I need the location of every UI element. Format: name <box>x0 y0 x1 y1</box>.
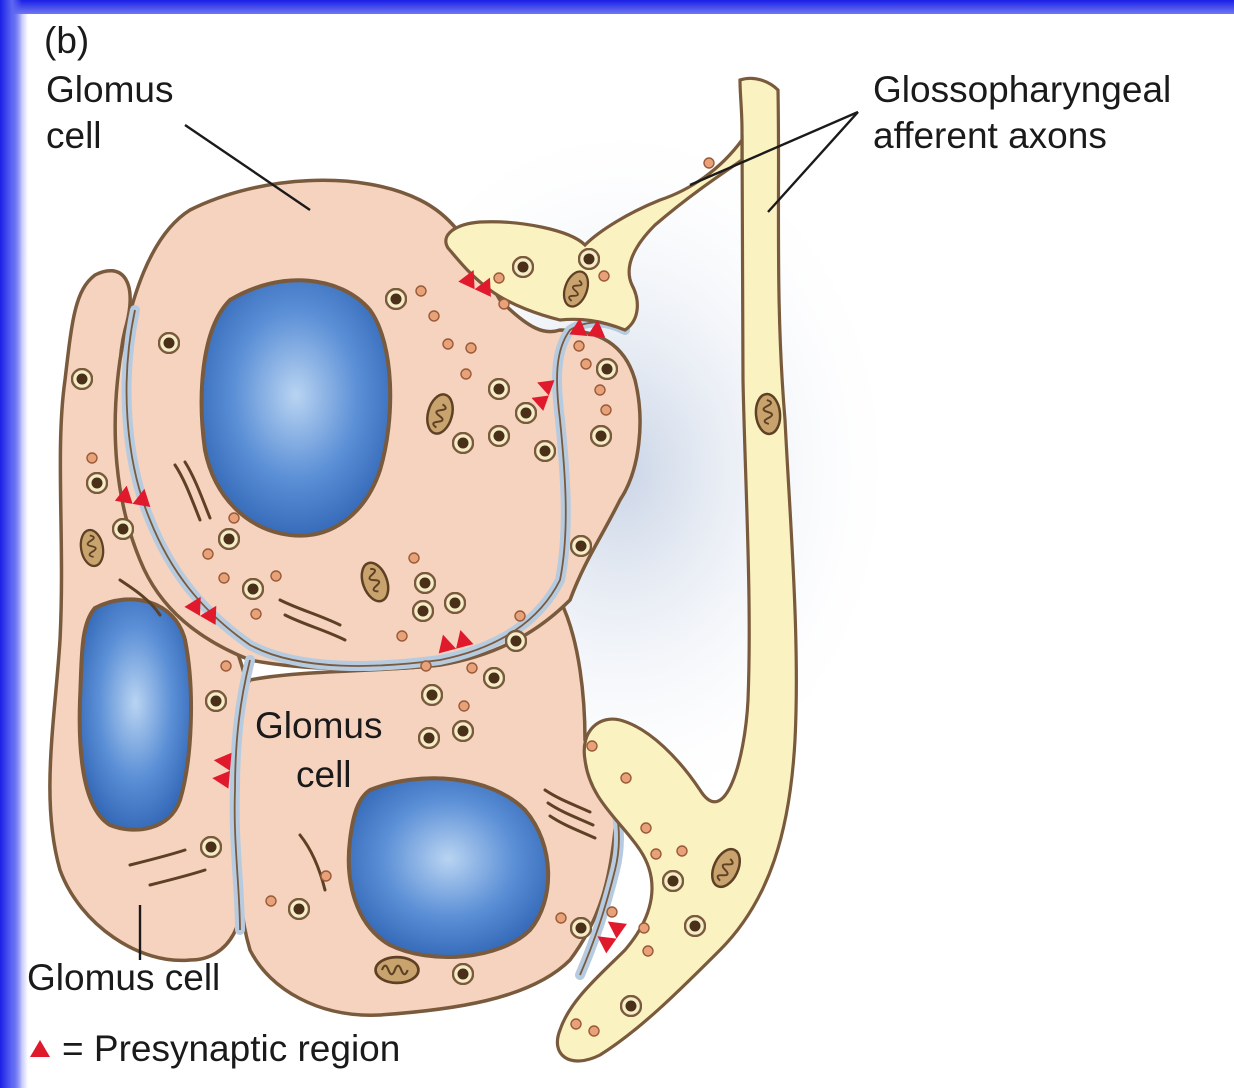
label-afferent-axons-line2: afferent axons <box>873 113 1107 159</box>
panel-label: (b) <box>44 18 89 64</box>
nucleus-center <box>349 778 548 957</box>
label-glomus-cell-center-line1: Glomus <box>255 703 382 749</box>
nucleus-top <box>202 280 391 535</box>
label-glomus-cell-top-line2: cell <box>46 113 102 159</box>
label-glomus-cell-center-line2: cell <box>296 752 352 798</box>
presynaptic-triangle-icon <box>30 1040 50 1057</box>
legend-text: = Presynaptic region <box>62 1028 400 1069</box>
leader-axon-2 <box>768 112 858 212</box>
label-afferent-axons-line1: Glossopharyngeal <box>873 67 1171 113</box>
label-glomus-cell-bottom: Glomus cell <box>27 955 220 1001</box>
nucleus-left <box>80 599 191 829</box>
legend: = Presynaptic region <box>30 1028 400 1070</box>
label-glomus-cell-top-line1: Glomus <box>46 67 173 113</box>
